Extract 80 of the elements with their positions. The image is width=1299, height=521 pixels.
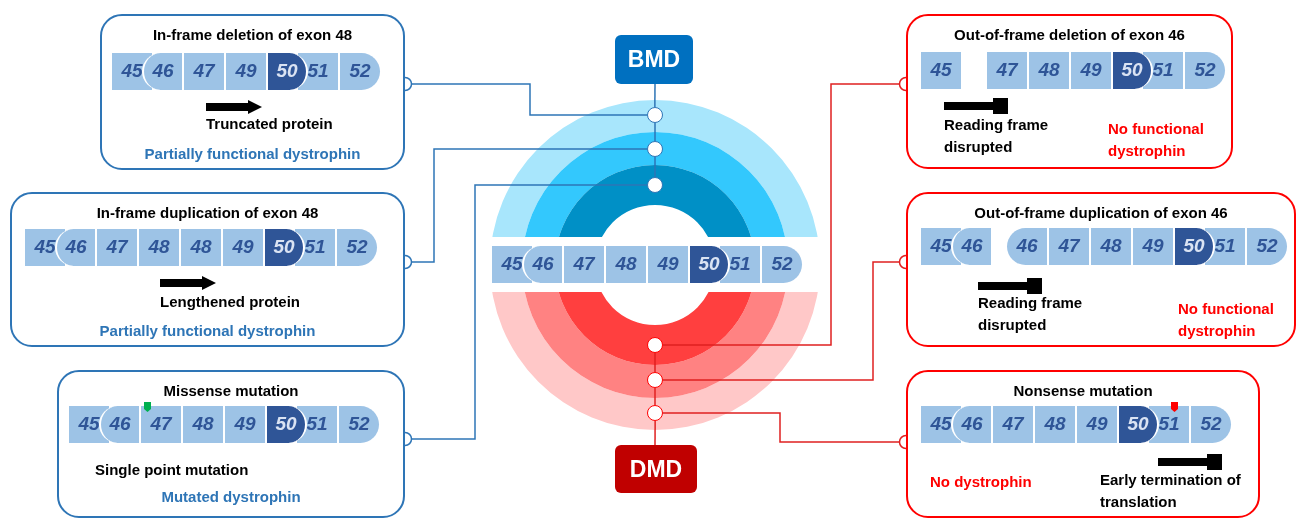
mutation-panel xyxy=(100,14,405,170)
connector-line xyxy=(654,156,656,178)
exon-segment: 48 xyxy=(181,229,221,266)
exon-segment: 47 xyxy=(987,52,1027,89)
connector-line xyxy=(654,387,656,406)
panel-title: Nonsense mutation xyxy=(1012,381,1154,401)
exon-segment: 45 xyxy=(112,53,152,90)
exon-segment: 49 xyxy=(1071,52,1111,89)
connector-line xyxy=(654,83,656,108)
panel-title: In-frame deletion of exon 48 xyxy=(151,25,354,45)
exon-segment: 46 xyxy=(522,246,562,283)
exon-segment: 46 xyxy=(951,406,991,443)
exon-segment: 48 xyxy=(183,406,223,443)
outcome-text: No functional dystrophin xyxy=(1108,119,1205,161)
panel-title: Out-of-frame duplication of exon 46 xyxy=(973,203,1229,223)
exon-segment: 45 xyxy=(921,228,961,265)
exon-segment: 52 xyxy=(1191,406,1231,443)
exon-segment: 49 xyxy=(1133,228,1173,265)
connector-line xyxy=(654,420,656,446)
exon-segment: 50 xyxy=(268,53,308,90)
exon-segment: 52 xyxy=(762,246,802,283)
panel-title: In-frame duplication of exon 48 xyxy=(95,203,320,223)
exon-segment: 49 xyxy=(223,229,263,266)
exon-segment: 50 xyxy=(1113,52,1153,89)
outcome-text: No dystrophin xyxy=(930,472,1033,492)
effect-text: Lengthened protein xyxy=(160,292,301,312)
connector-line xyxy=(654,352,656,373)
exon-segment: 50 xyxy=(265,229,305,266)
exon-segment: 47 xyxy=(184,53,224,90)
exon-segment: 49 xyxy=(648,246,688,283)
panel-title: Missense mutation xyxy=(162,381,300,401)
exon-segment: 49 xyxy=(225,406,265,443)
outcome-text: Partially functional dystrophin xyxy=(98,321,317,341)
exon-segment: 52 xyxy=(337,229,377,266)
exon-segment: 52 xyxy=(1185,52,1225,89)
exon-segment: 46 xyxy=(1007,228,1047,265)
exon-segment: 47 xyxy=(564,246,604,283)
effect-text: Reading frame disrupted xyxy=(944,115,1050,157)
disease-label: DMD xyxy=(615,445,697,493)
effect-text: Single point mutation xyxy=(95,460,250,480)
mutation-panel xyxy=(906,192,1296,347)
exon-segment: 52 xyxy=(340,53,380,90)
exon-segment: 45 xyxy=(921,52,961,89)
exon-segment: 50 xyxy=(267,406,307,443)
disease-label: BMD xyxy=(615,35,693,84)
effect-text: Reading frame disrupted xyxy=(978,293,1084,335)
exon-segment: 47 xyxy=(141,406,181,443)
panel-title: Out-of-frame deletion of exon 46 xyxy=(953,25,1186,45)
exon-segment: 49 xyxy=(226,53,266,90)
exon-segment: 46 xyxy=(55,229,95,266)
exon-segment: 50 xyxy=(1175,228,1215,265)
outcome-text: No functional dystrophin xyxy=(1178,299,1275,341)
mutation-panel xyxy=(10,192,405,347)
exon-segment: 46 xyxy=(99,406,139,443)
outcome-text: Mutated dystrophin xyxy=(160,487,302,507)
exon-segment: 47 xyxy=(97,229,137,266)
exon-segment: 45 xyxy=(69,406,109,443)
exon-segment: 50 xyxy=(690,246,730,283)
mutation-panel xyxy=(906,14,1233,169)
exon-segment: 48 xyxy=(1091,228,1131,265)
mutation-panel xyxy=(906,370,1260,518)
exon-segment: 48 xyxy=(139,229,179,266)
exon-segment: 48 xyxy=(606,246,646,283)
exon-segment: 48 xyxy=(1035,406,1075,443)
outcome-text: Partially functional dystrophin xyxy=(143,144,362,164)
effect-text: Early termination of translation xyxy=(1100,470,1242,512)
exon-segment: 47 xyxy=(1049,228,1089,265)
exon-segment: 46 xyxy=(951,228,991,265)
exon-segment: 47 xyxy=(993,406,1033,443)
exon-segment: 52 xyxy=(1247,228,1287,265)
exon-segment: 46 xyxy=(142,53,182,90)
exon-segment: 50 xyxy=(1119,406,1159,443)
exon-segment: 48 xyxy=(1029,52,1069,89)
exon-segment: 45 xyxy=(921,406,961,443)
effect-text: Truncated protein xyxy=(206,114,334,134)
connector-line xyxy=(654,122,656,142)
exon-segment: 45 xyxy=(25,229,65,266)
exon-segment: 49 xyxy=(1077,406,1117,443)
mutation-panel xyxy=(57,370,405,518)
exon-segment: 52 xyxy=(339,406,379,443)
